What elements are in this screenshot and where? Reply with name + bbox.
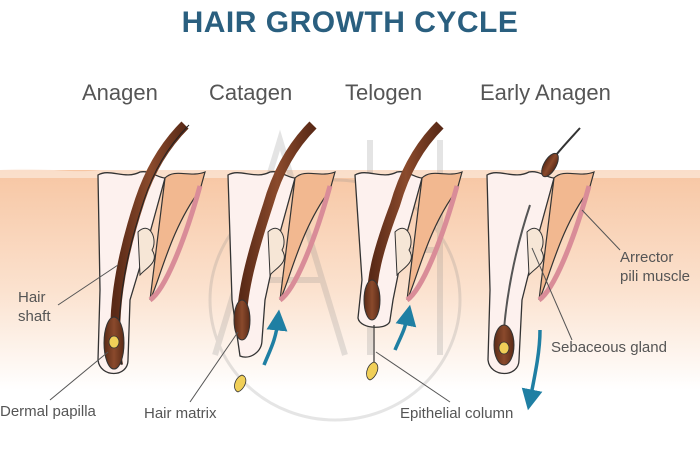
label-arrector-line1: Arrector	[620, 249, 674, 266]
follicle-catagen	[227, 121, 336, 393]
leader-lines	[49, 209, 621, 403]
follicle-anagen	[97, 121, 206, 374]
label-sebaceous-gland: Sebaceous gland	[551, 339, 667, 356]
stage-label-early-anagen: Early Anagen	[480, 80, 611, 105]
stage-label-telogen: Telogen	[345, 80, 423, 105]
stage-label-anagen: Anagen	[82, 80, 158, 105]
label-hair-matrix: Hair matrix	[144, 405, 217, 422]
follicle-early-anagen	[486, 127, 595, 411]
stage-label-catagen: Catagen	[209, 80, 293, 105]
label-arrector-pili: Arrector pili muscle	[620, 248, 690, 286]
label-hair-shaft-line2: shaft	[18, 308, 51, 325]
arrow-up-icon	[393, 304, 417, 351]
label-hair-shaft: Hair shaft	[18, 288, 51, 326]
label-epithelial-column: Epithelial column	[400, 405, 514, 422]
diagram-title: HAIR GROWTH CYCLE	[181, 6, 519, 39]
label-arrector-line2: pili muscle	[620, 268, 691, 285]
arrow-down-icon	[521, 329, 543, 411]
label-hair-shaft-line1: Hair	[18, 289, 46, 306]
arrow-up-icon	[262, 309, 288, 366]
follicle-telogen	[354, 121, 463, 381]
label-dermal-papilla: Dermal papilla	[0, 403, 96, 420]
